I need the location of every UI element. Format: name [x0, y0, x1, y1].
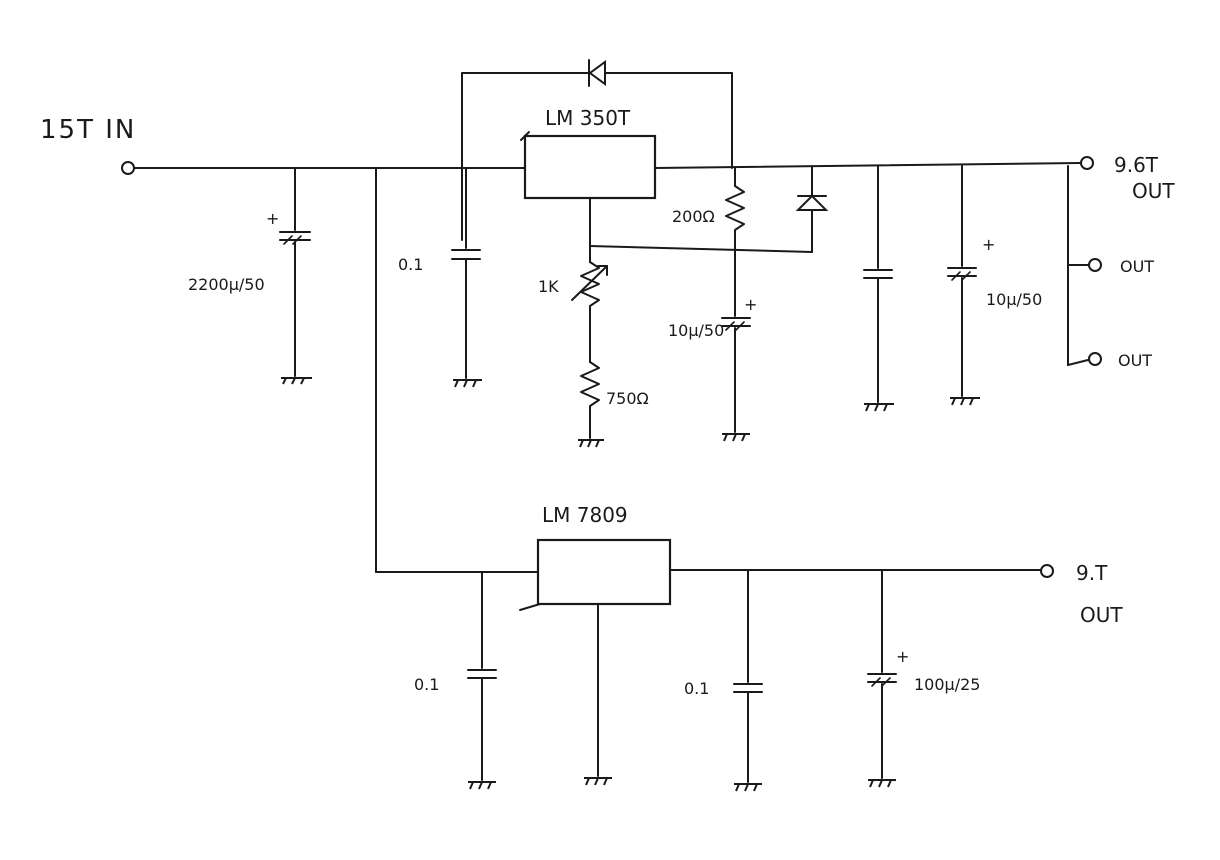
cap-out-10u-plus: +	[982, 235, 995, 254]
regulator-lm350t-label: LM 350T	[545, 106, 631, 130]
output-taps	[1067, 165, 1102, 366]
cap-in-bottom-label: 0.1	[414, 675, 439, 694]
cap-out-10u	[947, 165, 980, 406]
resistor-750-label: 750Ω	[606, 389, 649, 408]
cap-out-100u-plus: +	[896, 647, 909, 666]
cap-adj-plus: +	[744, 295, 757, 314]
output-9v-word: OUT	[1080, 603, 1123, 627]
cap-input-label: 2200µ/50	[188, 275, 265, 294]
input-terminal[interactable]	[121, 161, 135, 175]
output-a-label: OUT	[1120, 257, 1154, 276]
cap-out-100u-label: 100µ/25	[914, 675, 980, 694]
regulator-lm350t	[520, 131, 657, 200]
cap-out-ceramic-top	[863, 165, 894, 412]
output-b-label: OUT	[1118, 351, 1152, 370]
cap-adj-10u	[721, 299, 751, 442]
diode-protect-right	[795, 165, 829, 253]
output-terminal-a[interactable]	[1088, 258, 1102, 272]
cap-out-100u	[867, 569, 897, 788]
lower-branch-wire	[375, 167, 1054, 578]
lm7809-ground	[584, 603, 612, 786]
output-terminal-b[interactable]	[1088, 352, 1102, 366]
cap-out-0u1-bottom	[733, 569, 763, 792]
cap-input-2200u	[279, 167, 312, 385]
resistor-200-label: 200Ω	[672, 207, 715, 226]
diode-protect-top	[461, 59, 733, 241]
input-rail	[121, 156, 1094, 175]
output-terminal-9v[interactable]	[1040, 564, 1054, 578]
cap-out-10u-label: 10µ/50	[986, 290, 1042, 309]
cap-bypass-top-label: 0.1	[398, 255, 423, 274]
output-9v-label: 9.T	[1076, 561, 1108, 585]
input-label: 15T IN	[40, 115, 136, 145]
cap-bypass-0u1-top	[451, 167, 482, 388]
adj-network	[571, 197, 608, 448]
regulator-lm7809	[519, 538, 672, 611]
cap-adj-label: 10µ/50	[668, 321, 724, 340]
cap-out-bottom-label: 0.1	[684, 679, 709, 698]
resistor-200	[725, 167, 745, 301]
cap-in-0u1-bottom	[467, 571, 497, 790]
output-terminal-9v6[interactable]	[1080, 156, 1094, 170]
output-9v6-label: 9.6T	[1114, 153, 1159, 177]
output-9v6-word: OUT	[1132, 179, 1175, 203]
regulator-lm7809-label: LM 7809	[542, 503, 628, 527]
pot-1k-label: 1K	[538, 277, 559, 296]
adj-node-wire	[589, 245, 813, 253]
cap-input-plus: +	[266, 209, 279, 228]
